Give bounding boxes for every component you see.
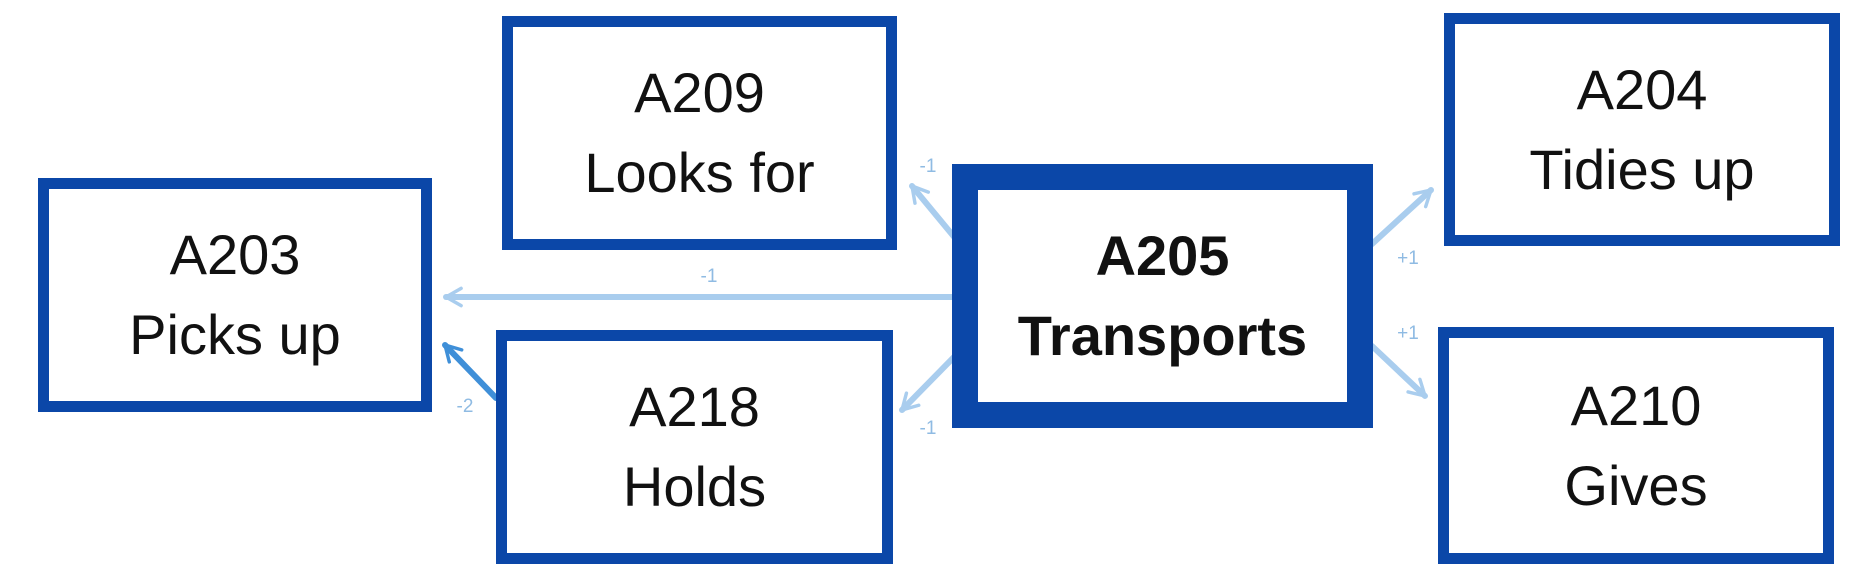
edge-label-a218-a203: -2 [457, 396, 474, 417]
node-a204-code: A204 [1576, 57, 1708, 121]
node-a209: A209 Looks for [502, 16, 897, 250]
node-a205: A205 Transports [952, 164, 1373, 428]
node-a205-code: A205 [1095, 224, 1230, 287]
node-a218-code: A218 [629, 375, 760, 438]
node-a209-code: A209 [634, 61, 765, 124]
node-a203-code: A203 [169, 223, 301, 286]
node-a203-label: Picks up [129, 303, 341, 366]
edge-a218-a203 [442, 342, 499, 401]
edge-label-a205-a204: +1 [1397, 248, 1419, 269]
node-a218: A218 Holds [496, 330, 893, 564]
node-a210: A210 Gives [1438, 327, 1834, 564]
edge-label-a205-a209: -1 [920, 156, 937, 177]
node-a218-label: Holds [622, 455, 767, 518]
edge-a205-a210 [1369, 343, 1428, 399]
node-a203: A203 Picks up [38, 178, 432, 412]
node-a205-label: Transports [1017, 304, 1308, 367]
edge-label-a205-a210: +1 [1397, 323, 1419, 344]
edge-label-a205-a218: -1 [920, 418, 937, 439]
node-a210-label: Gives [1564, 453, 1708, 517]
node-a204: A204 Tidies up [1444, 13, 1840, 246]
edge-a205-a209 [909, 183, 958, 241]
node-a209-label: Looks for [584, 141, 815, 204]
node-a210-code: A210 [1570, 373, 1702, 437]
edge-a205-a204 [1369, 187, 1434, 247]
node-a204-label: Tidies up [1529, 137, 1755, 201]
edge-label-a205-a203: -1 [701, 266, 718, 287]
edge-a205-a218 [899, 353, 958, 413]
